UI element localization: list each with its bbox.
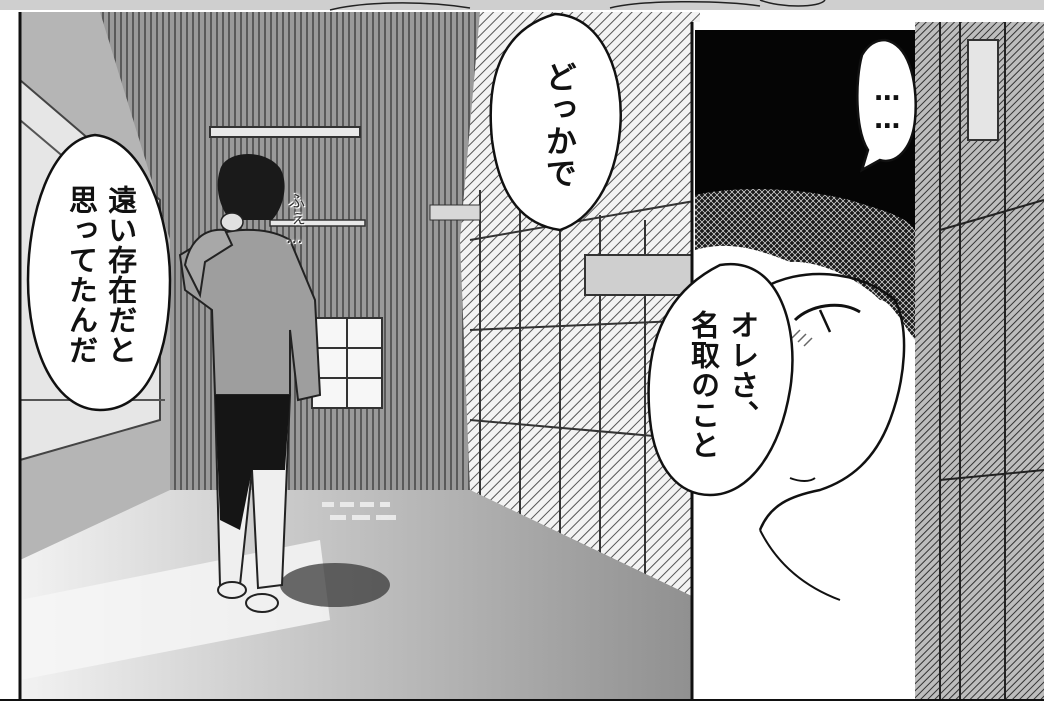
speech-line: 遠い存在だと: [103, 185, 138, 365]
speech-bubble-dokkade: どっかで: [505, 30, 610, 220]
top-strip: [0, 0, 1044, 11]
speech-line: 思ってたんだ: [64, 185, 99, 365]
speech-line: オレさ、: [725, 310, 760, 430]
speech-line: 名取のこと: [686, 310, 721, 460]
speech-text: どっかで: [539, 61, 576, 189]
sfx-text: ふぇ…: [284, 192, 305, 249]
student-figure: [178, 153, 322, 613]
speech-text: ……: [872, 77, 903, 133]
speech-bubble-shapes: [26, 12, 917, 497]
sound-effect-fue: ふぇ…: [283, 192, 304, 249]
speech-text-block: 遠い存在だと 思ってたんだ: [61, 185, 139, 365]
speech-text-block: オレさ、 名取のこと: [683, 310, 761, 460]
speech-bubble-ellipsis: ……: [862, 55, 912, 155]
speech-bubble-ore-sa: オレさ、 名取のこと: [660, 285, 785, 485]
speech-bubble-tooi-sonzai: 遠い存在だと 思ってたんだ: [38, 150, 163, 400]
